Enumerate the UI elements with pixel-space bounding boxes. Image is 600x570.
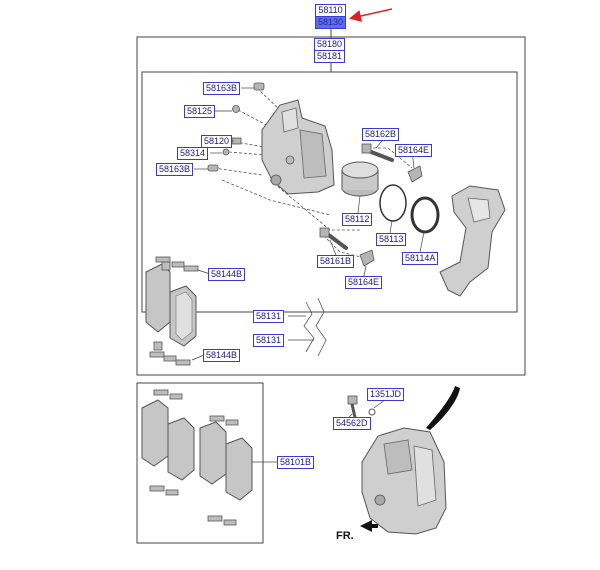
part-label-1351JD[interactable]: 1351JD	[367, 388, 405, 401]
pad-kit-parts	[141, 399, 253, 501]
part-label-58101B[interactable]: 58101B	[277, 456, 315, 469]
caliper-subassembly-frame	[141, 71, 518, 313]
part-label-58131-lower[interactable]: 58131	[253, 334, 285, 347]
part-label-58120[interactable]: 58120	[201, 135, 233, 148]
part-label-58144B[interactable]: 58144B	[208, 268, 246, 281]
disc-edge-mark	[426, 386, 460, 430]
brake-pads-set	[145, 263, 197, 347]
caliper-complete	[361, 427, 447, 535]
pad-kit-frame	[136, 382, 264, 544]
front-direction-label: FR.	[336, 530, 354, 542]
part-label-58161B[interactable]: 58161B	[317, 255, 355, 268]
leader-lines	[191, 87, 425, 463]
pad-springs	[303, 297, 327, 357]
part-label-58162B[interactable]: 58162B	[362, 128, 400, 141]
piston	[341, 161, 379, 197]
pad-clips-upper	[155, 256, 199, 272]
label-stack-58180[interactable]: 58180 58181	[314, 38, 346, 63]
part-label-58125[interactable]: 58125	[184, 105, 216, 118]
part-label-58113[interactable]: 58113	[376, 233, 407, 246]
part-label-58180[interactable]: 58180	[317, 39, 343, 49]
part-label-58163B-lower[interactable]: 58163B	[156, 163, 194, 176]
part-label-58181[interactable]: 58181	[315, 50, 345, 61]
part-label-58112[interactable]: 58112	[342, 213, 373, 226]
bolt-parts	[207, 82, 265, 172]
caliper-body	[261, 99, 335, 195]
label-stack-58110[interactable]: 58110 58130	[315, 4, 347, 29]
part-label-54562D[interactable]: 54562D	[333, 417, 371, 430]
part-label-58114A[interactable]: 58114A	[402, 252, 439, 265]
part-label-58163B[interactable]: 58163B	[203, 82, 241, 95]
part-label-58130[interactable]: 58130	[316, 16, 346, 28]
part-label-58314[interactable]: 58314	[177, 147, 209, 160]
assembly-guides	[213, 87, 413, 259]
guide-pin-upper	[361, 143, 423, 183]
front-direction-arrow	[360, 520, 378, 532]
pad-clips-lower	[149, 341, 191, 366]
part-label-58164E[interactable]: 58164E	[395, 144, 433, 157]
boot-seal	[410, 196, 440, 234]
pointer-arrow	[349, 8, 393, 22]
caliper-carrier	[439, 185, 506, 297]
piston-seal	[379, 184, 407, 222]
part-label-58144B-lower[interactable]: 58144B	[203, 349, 241, 362]
part-label-58110[interactable]: 58110	[318, 5, 343, 15]
guide-pin-lower	[319, 227, 375, 267]
part-label-58164E-lower[interactable]: 58164E	[345, 276, 383, 289]
pad-kit-clips	[149, 389, 239, 526]
part-label-58131[interactable]: 58131	[253, 310, 285, 323]
